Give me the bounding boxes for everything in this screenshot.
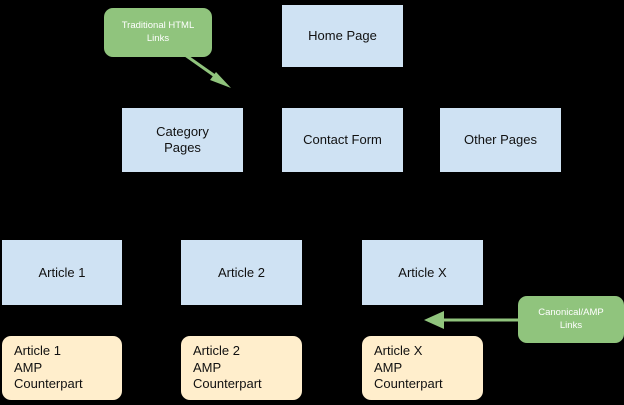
- node-home-page[interactable]: Home Page: [282, 5, 403, 67]
- node-article-2-amp-counterpart[interactable]: Article 2 AMP Counterpart: [181, 336, 302, 400]
- node-article-2[interactable]: Article 2: [181, 240, 302, 305]
- node-article-x[interactable]: Article X: [362, 240, 483, 305]
- note-traditional-html-links[interactable]: Traditional HTML Links: [104, 8, 212, 57]
- arrow-canonical-amp-links: [424, 311, 520, 329]
- node-contact-form[interactable]: Contact Form: [282, 108, 403, 172]
- note-canonical-amp-links[interactable]: Canonical/AMP Links: [518, 296, 624, 343]
- node-other-pages[interactable]: Other Pages: [440, 108, 561, 172]
- node-category-pages[interactable]: Category Pages: [122, 108, 243, 172]
- node-article-x-amp-counterpart[interactable]: Article X AMP Counterpart: [362, 336, 483, 400]
- node-article-1[interactable]: Article 1: [2, 240, 122, 305]
- node-article-1-amp-counterpart[interactable]: Article 1 AMP Counterpart: [2, 336, 122, 400]
